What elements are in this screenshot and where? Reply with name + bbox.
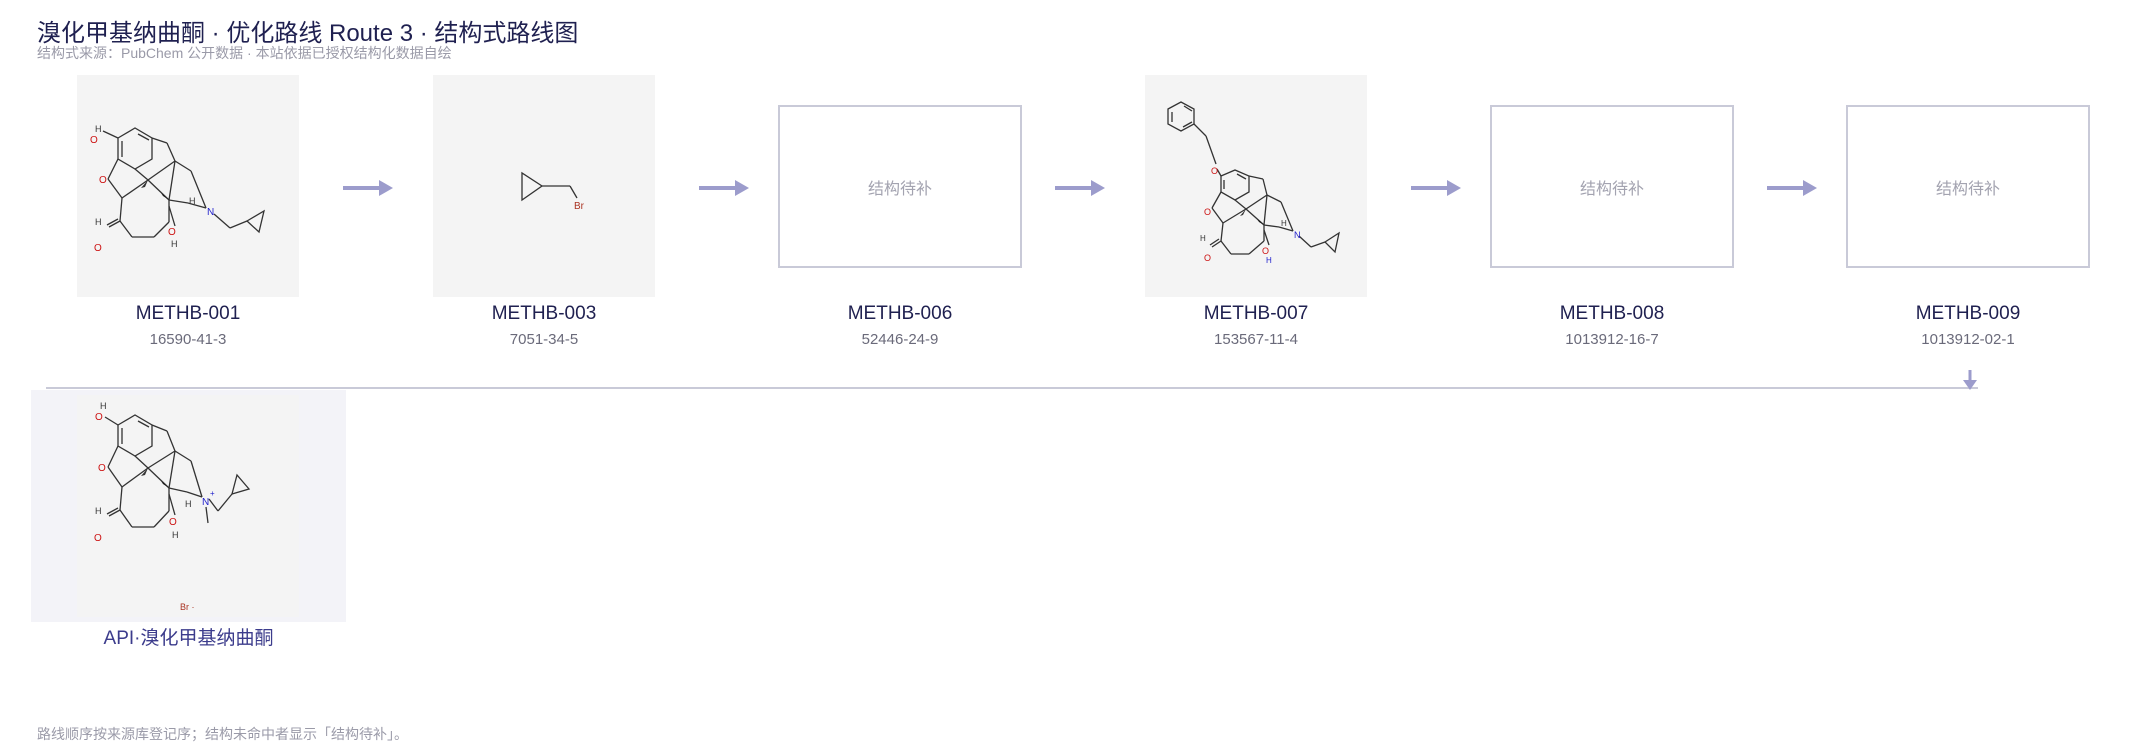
route-return-line xyxy=(46,387,1978,389)
node-code: METHB-006 xyxy=(778,303,1022,325)
node-code: METHB-009 xyxy=(1846,303,2090,325)
svg-text:H: H xyxy=(1281,219,1287,228)
node-cas: 1013912-02-1 xyxy=(1846,331,2090,348)
node-cas: 16590-41-3 xyxy=(77,331,299,348)
route-node-api[interactable]: H O O H O O H H N + Br · xyxy=(31,390,346,622)
api-label: API·溴化甲基纳曲酮 xyxy=(31,623,346,650)
svg-text:H: H xyxy=(1200,234,1206,243)
svg-text:H: H xyxy=(171,239,178,249)
svg-text:O: O xyxy=(98,463,106,474)
node-code: METHB-007 xyxy=(1145,303,1367,325)
svg-text:N: N xyxy=(1294,230,1301,240)
structure-image: H O O H O O H H N + Br · xyxy=(77,395,299,617)
route-arrow-icon xyxy=(697,177,749,199)
svg-text:O: O xyxy=(1204,253,1211,263)
svg-text:Br: Br xyxy=(574,201,585,212)
structure-image: Br xyxy=(433,75,655,297)
svg-text:+: + xyxy=(210,489,215,498)
route-node-methb-003[interactable]: Br METHB-003 7051-34-5 xyxy=(433,75,655,297)
svg-text:H: H xyxy=(95,124,102,134)
route-node-methb-001[interactable]: H O O H O O H H N METHB-001 16590-41-3 xyxy=(77,75,299,297)
structure-placeholder: 结构待补 xyxy=(1490,105,1734,268)
route-arrow-icon xyxy=(1409,177,1461,199)
svg-text:O: O xyxy=(90,135,98,146)
svg-text:O: O xyxy=(95,412,103,423)
svg-text:O: O xyxy=(169,517,177,528)
node-code: METHB-003 xyxy=(433,303,655,325)
svg-text:H: H xyxy=(100,401,107,411)
svg-text:O: O xyxy=(1211,166,1218,176)
route-node-methb-007[interactable]: O O H O O H H N METHB-007 153567-11-4 xyxy=(1145,75,1367,297)
svg-text:O: O xyxy=(1204,207,1211,217)
structure-placeholder: 结构待补 xyxy=(778,105,1022,268)
svg-text:H: H xyxy=(95,217,102,227)
svg-text:O: O xyxy=(1262,246,1269,256)
structure-placeholder: 结构待补 xyxy=(1846,105,2090,268)
molecule-drawing: O O H O O H H N xyxy=(1145,75,1367,297)
route-arrow-icon xyxy=(1765,177,1817,199)
route-node-methb-006[interactable]: 结构待补 METHB-006 52446-24-9 xyxy=(778,75,1022,297)
node-code: METHB-001 xyxy=(77,303,299,325)
footnote: 路线顺序按来源库登记序；结构未命中者显示「结构待补」。 xyxy=(37,724,408,742)
svg-text:O: O xyxy=(94,243,102,254)
route-node-methb-008[interactable]: 结构待补 METHB-008 1013912-16-7 xyxy=(1490,75,1734,297)
route-arrow-icon xyxy=(341,177,393,199)
svg-text:N: N xyxy=(207,207,214,218)
route-arrow-icon xyxy=(1053,177,1105,199)
structure-image: O O H O O H H N xyxy=(1145,75,1367,297)
route-node-methb-009[interactable]: 结构待补 METHB-009 1013912-02-1 xyxy=(1846,75,2090,297)
route-down-arrow-icon xyxy=(1962,370,1978,392)
svg-text:O: O xyxy=(99,175,107,186)
molecule-drawing: H O O H O O H H N xyxy=(77,75,299,297)
svg-text:H: H xyxy=(189,196,196,206)
svg-text:H: H xyxy=(172,530,179,540)
molecule-drawing: Br xyxy=(433,75,655,297)
node-code: METHB-008 xyxy=(1490,303,1734,325)
page-subtitle: 结构式来源：PubChem 公开数据 · 本站依据已授权结构化数据自绘 xyxy=(37,43,452,63)
node-cas: 7051-34-5 xyxy=(433,331,655,348)
svg-text:N: N xyxy=(202,497,209,508)
svg-text:H: H xyxy=(185,499,192,509)
node-cas: 1013912-16-7 xyxy=(1490,331,1734,348)
node-cas: 52446-24-9 xyxy=(778,331,1022,348)
svg-text:O: O xyxy=(94,533,102,544)
structure-image: H O O H O O H H N xyxy=(77,75,299,297)
svg-text:H: H xyxy=(1266,256,1272,265)
svg-text:H: H xyxy=(95,506,102,516)
node-cas: 153567-11-4 xyxy=(1145,331,1367,348)
svg-text:Br ·: Br · xyxy=(180,602,195,612)
svg-text:O: O xyxy=(168,227,176,238)
molecule-drawing: H O O H O O H H N + Br · xyxy=(77,395,299,617)
